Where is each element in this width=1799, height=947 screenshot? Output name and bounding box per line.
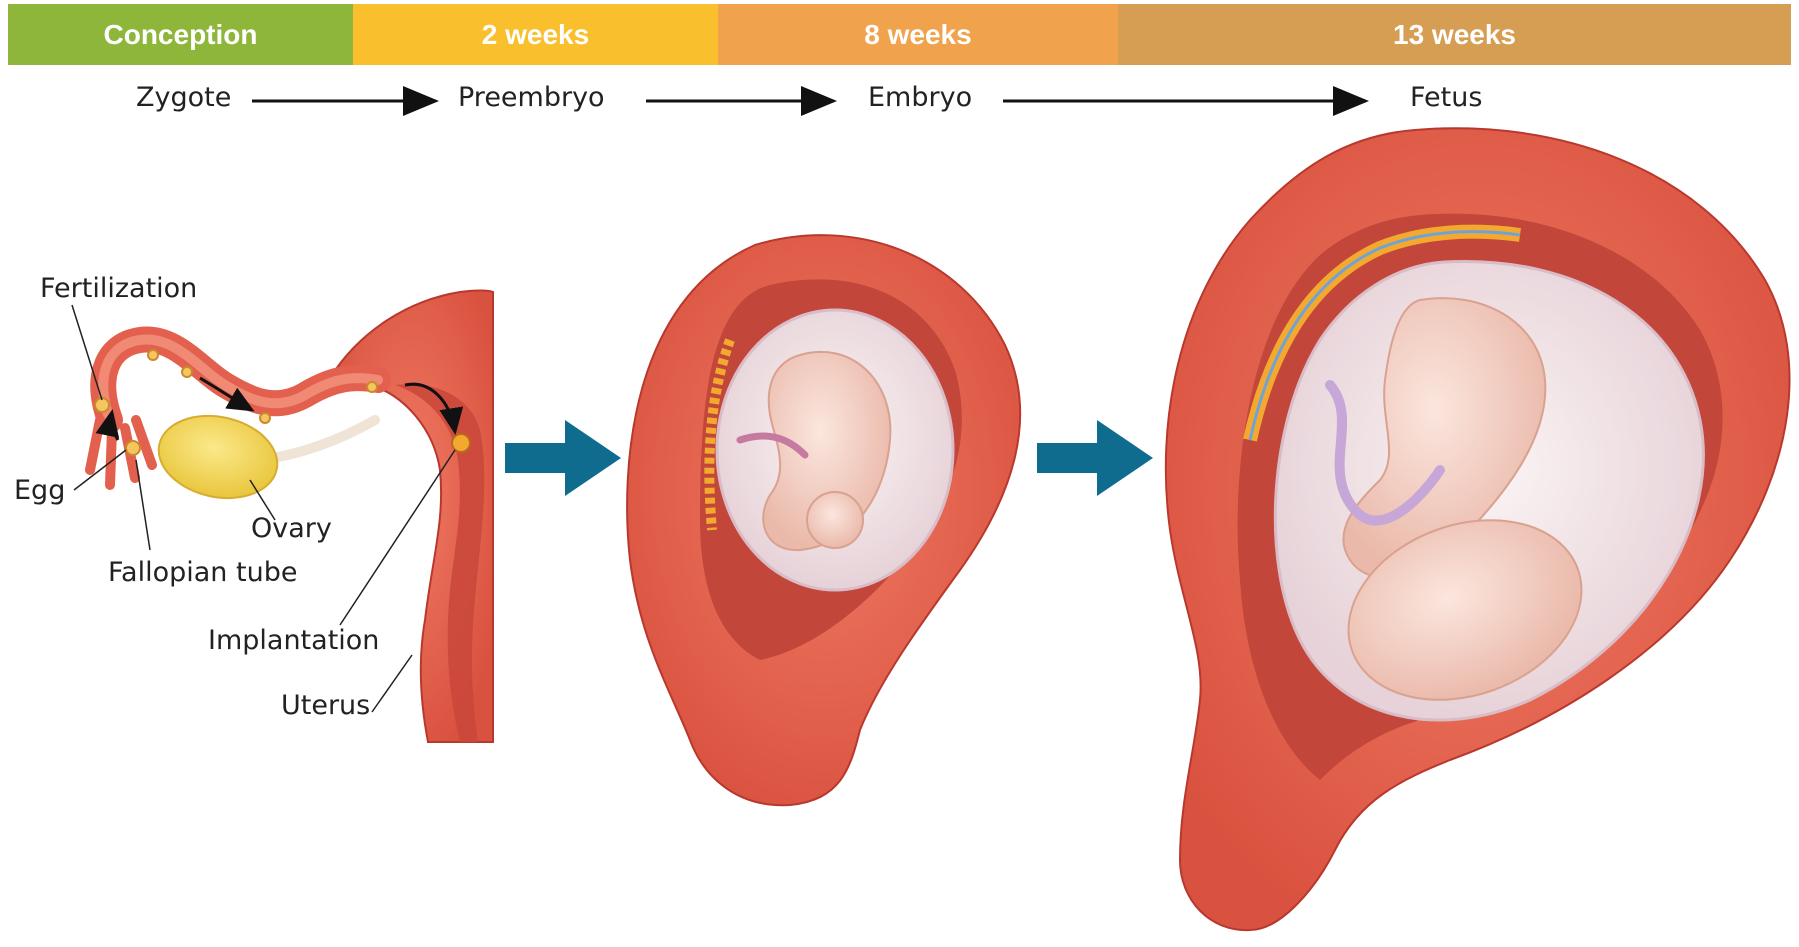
fetus-uterus-illustration [1166, 128, 1790, 930]
label-uterus: Uterus [281, 690, 370, 721]
process-arrow-2 [1037, 420, 1153, 496]
label-fallopian-tube: Fallopian tube [108, 557, 297, 588]
process-arrow-1 [505, 420, 621, 496]
label-fertilization: Fertilization [40, 273, 197, 304]
embryo-uterus-illustration [627, 235, 1020, 805]
label-egg: Egg [14, 475, 65, 506]
label-implantation: Implantation [208, 625, 379, 656]
label-ovary: Ovary [251, 513, 332, 544]
